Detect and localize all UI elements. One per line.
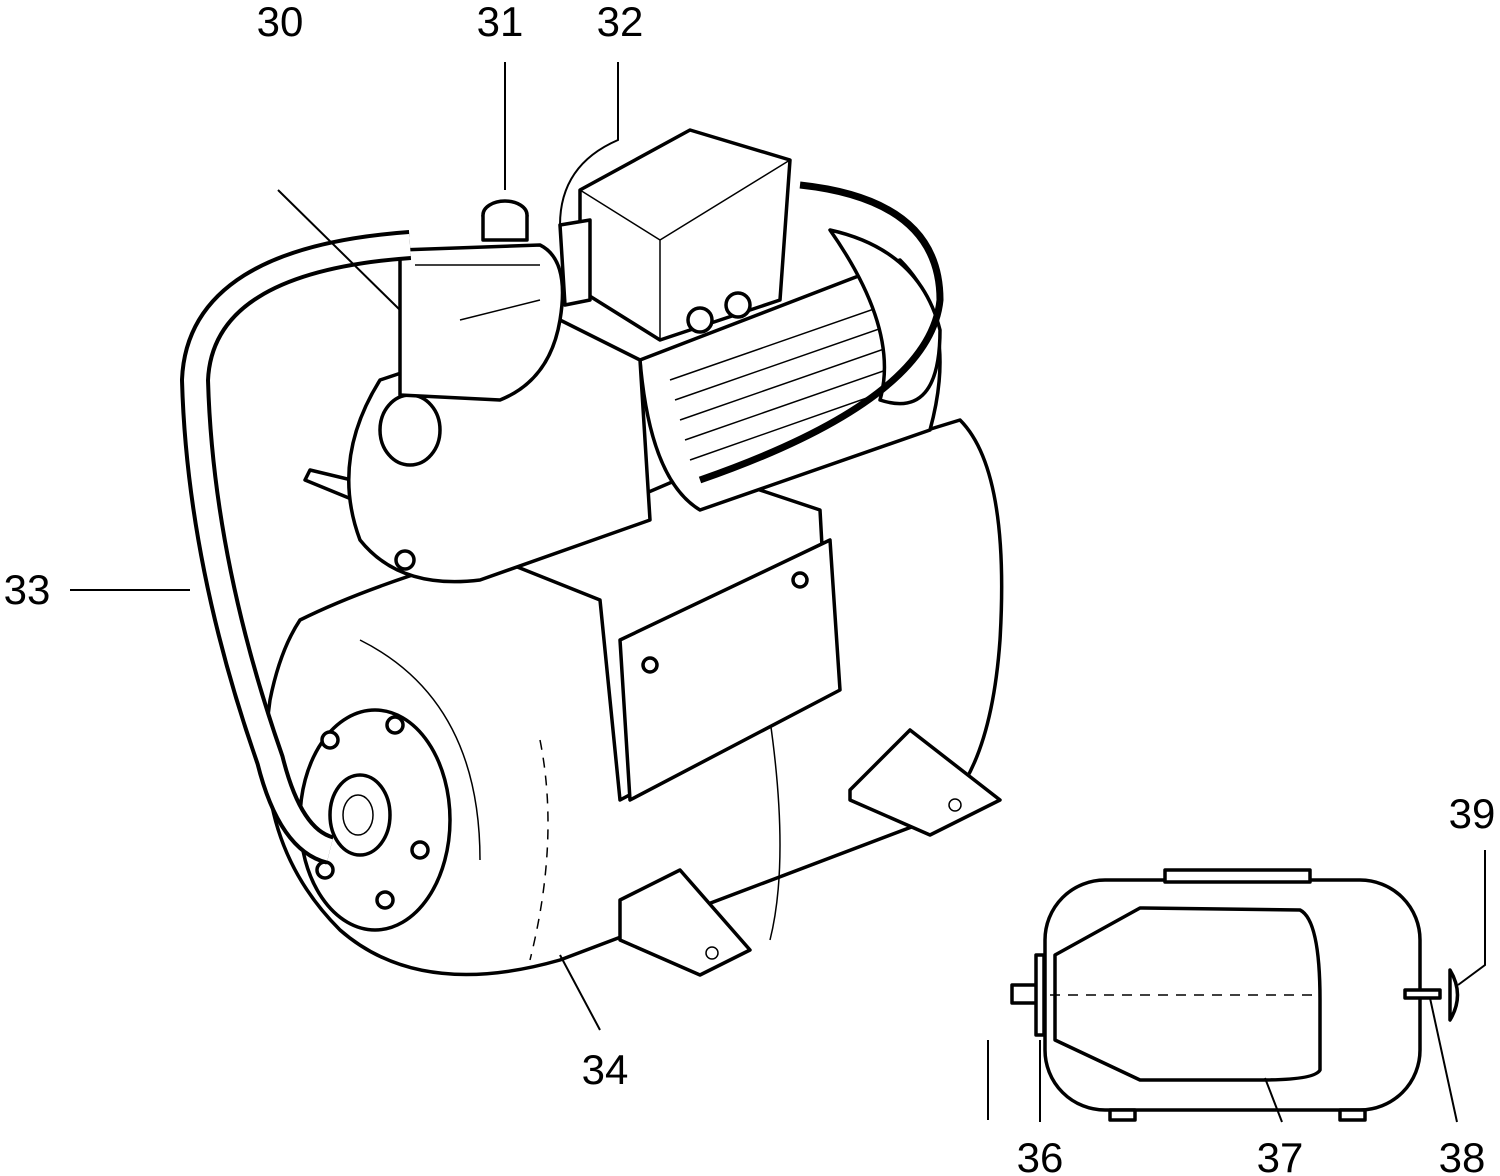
pressure-switch <box>398 199 565 402</box>
callout-33: 33 <box>4 566 51 613</box>
flexible-hose <box>179 230 412 865</box>
callout-39: 39 <box>1449 790 1496 837</box>
callout-34: 34 <box>582 1046 629 1093</box>
tank-cross-section <box>987 868 1460 1122</box>
callout-36: 36 <box>1017 1134 1064 1176</box>
tank-feet <box>618 728 1002 977</box>
callout-31: 31 <box>477 0 524 45</box>
terminal-box <box>558 128 792 342</box>
tank-flange <box>298 708 452 932</box>
callout-37: 37 <box>1257 1134 1304 1176</box>
leader-lines <box>70 62 1486 1123</box>
power-cable <box>698 181 944 484</box>
callout-30: 30 <box>257 0 304 45</box>
callout-32: 32 <box>597 0 644 45</box>
callout-38: 38 <box>1439 1134 1486 1176</box>
